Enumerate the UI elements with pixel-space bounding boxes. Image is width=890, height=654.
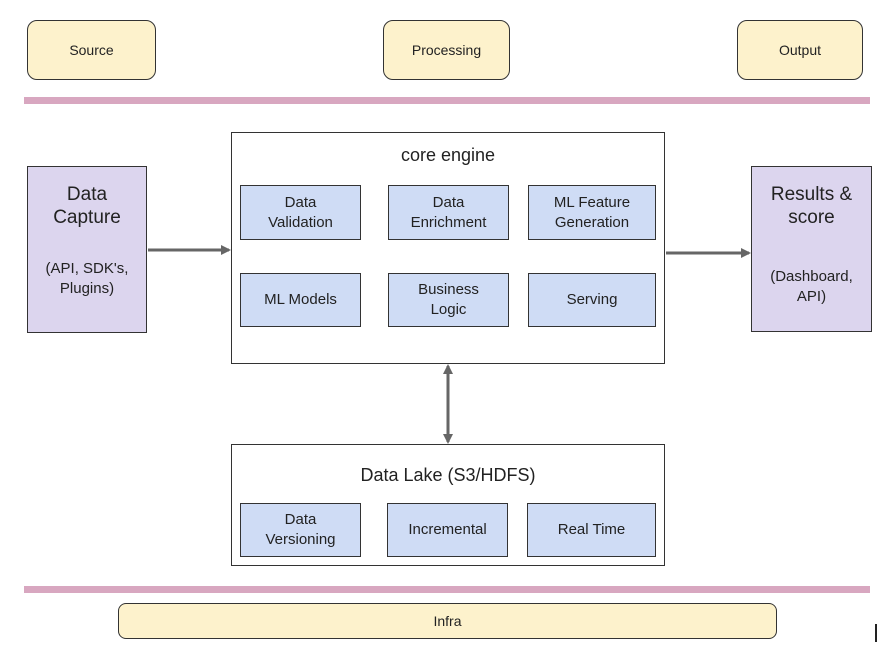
module-line: Serving (566, 291, 618, 308)
results-title-line1: Results & (770, 184, 853, 205)
data-capture-detail-line2: Plugins) (59, 280, 115, 297)
top-divider (24, 97, 870, 104)
results-detail-line2: API) (796, 288, 827, 305)
module-line: Validation (268, 213, 333, 231)
results-score-detail: (Dashboard, API) (770, 267, 853, 307)
infra-label: Infra (118, 603, 777, 639)
results-score-title: Results & score (771, 183, 852, 229)
module-line: ML Models (264, 291, 337, 308)
processing-label: Processing (383, 20, 510, 80)
data-capture-detail-line1: (API, SDK's, (45, 260, 129, 277)
module-incremental: Incremental (387, 503, 508, 557)
module-serving: Serving (528, 273, 656, 327)
module-ml-models: ML Models (240, 273, 361, 327)
module-line: Logic (430, 301, 467, 318)
module-line: ML Feature (553, 193, 631, 211)
data-capture-title-line2: Capture (53, 207, 121, 228)
results-detail-line1: (Dashboard, (770, 268, 853, 285)
module-line: Data (284, 193, 317, 211)
module-line: Incremental (408, 521, 487, 538)
module-line: Generation (554, 213, 630, 231)
module-line: Data (284, 511, 317, 528)
module-line: Real Time (557, 521, 626, 538)
results-score-box: Results & score (Dashboard, API) (751, 166, 872, 332)
data-capture-box: Data Capture (API, SDK's, Plugins) (27, 166, 147, 333)
bottom-divider (24, 586, 870, 593)
module-line: Data (432, 193, 465, 211)
data-capture-title: Data Capture (53, 183, 121, 229)
data-capture-title-line1: Data (66, 184, 108, 205)
module-line: Business (418, 281, 479, 298)
module-real-time: Real Time (527, 503, 656, 557)
text-cursor (875, 624, 877, 642)
results-title-line2: score (788, 207, 835, 228)
source-label: Source (27, 20, 156, 80)
core-engine-title: core engine (400, 145, 496, 165)
data-lake-title: Data Lake (S3/HDFS) (360, 465, 536, 485)
output-label: Output (737, 20, 863, 80)
data-capture-detail: (API, SDK's, Plugins) (46, 259, 129, 299)
module-line: Versioning (265, 531, 336, 548)
module-line: Enrichment (410, 213, 487, 231)
